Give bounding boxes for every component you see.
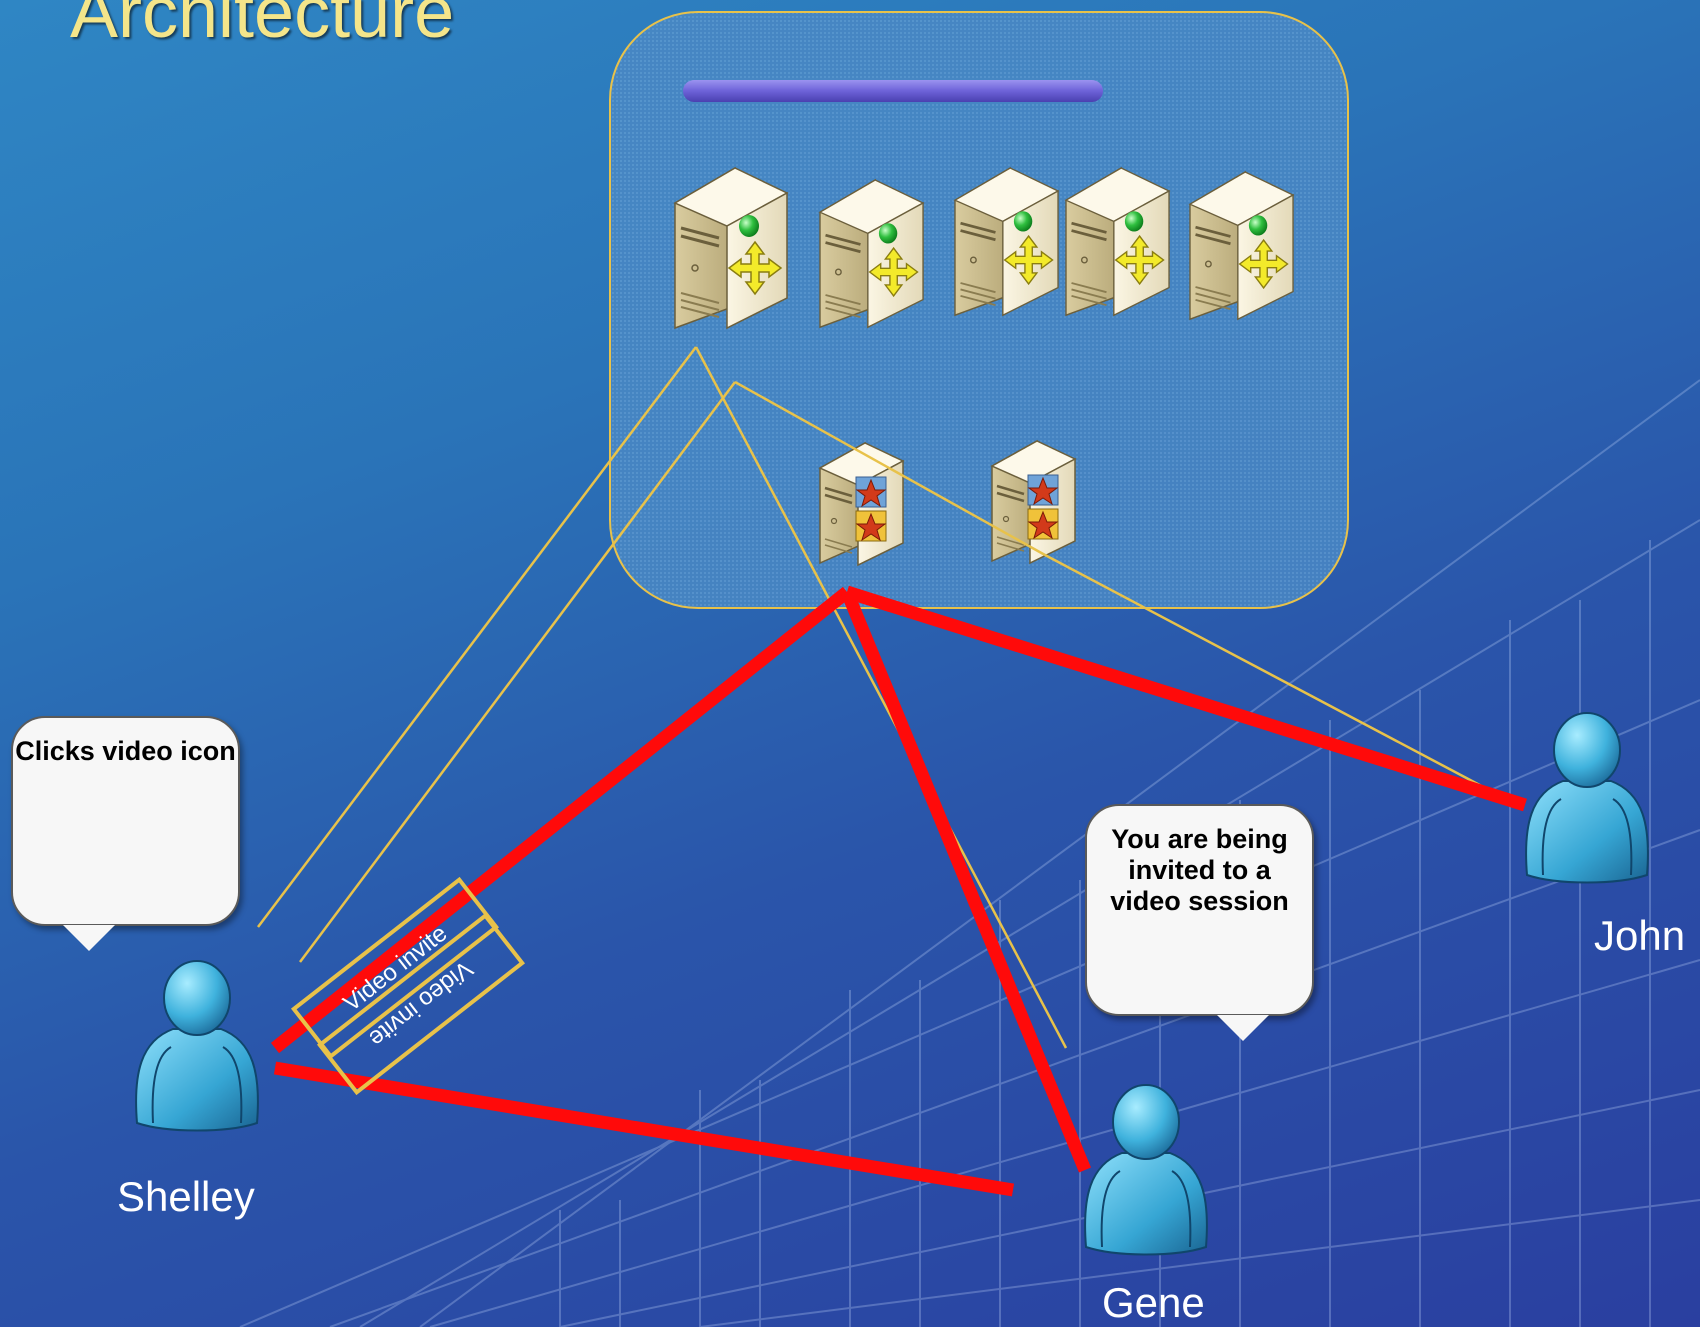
user-icon (1084, 1084, 1208, 1256)
callout-tail (1217, 1015, 1269, 1041)
server-cluster-boundary (609, 11, 1349, 609)
video-invite-message-2 (316, 912, 526, 1096)
signaling-lines (257, 346, 1509, 1049)
callout-shelley-text: Clicks video icon (15, 736, 236, 766)
user-icon (135, 960, 259, 1132)
callout-shelley: Clicks video icon (11, 716, 240, 951)
media-session-lines (270, 585, 1527, 1197)
media-server-icon (990, 439, 1077, 565)
network-bus (683, 80, 1103, 102)
user-icon (1525, 712, 1649, 884)
page-title: Architecture (70, 0, 455, 53)
video-invite-message-1 (290, 876, 500, 1060)
user-label-shelley: Shelley (117, 1173, 255, 1220)
callout-gene-text: You are being invited to a video session (1110, 824, 1289, 916)
user-label-gene: Gene (1102, 1279, 1205, 1326)
user-label-john: John (1594, 912, 1686, 959)
callout-gene: You are being invited to a video session (1085, 804, 1314, 1041)
callout-tail (63, 925, 115, 951)
media-server-icon (818, 441, 905, 567)
